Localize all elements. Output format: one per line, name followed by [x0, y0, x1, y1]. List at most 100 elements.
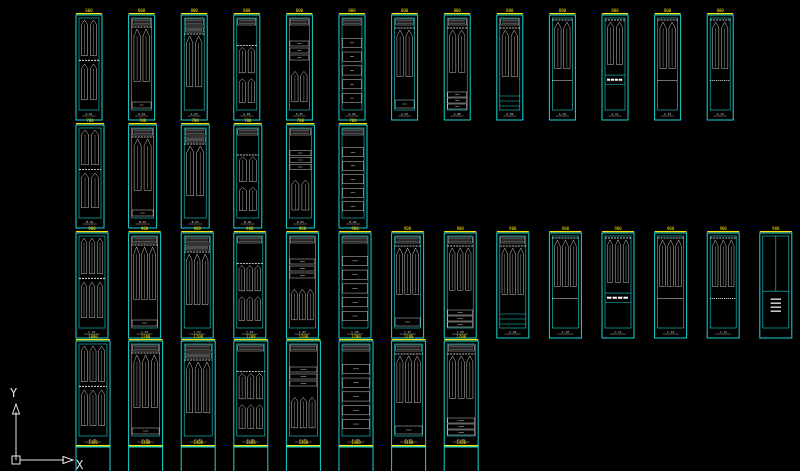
dimension-line — [444, 445, 479, 447]
dimension-text: 1400 — [88, 440, 98, 445]
cabinet-frame — [233, 232, 267, 339]
cabinet-frame — [128, 14, 156, 121]
dimension-line — [233, 339, 268, 341]
cabinet-frame — [601, 14, 629, 121]
dimension-text: 600 — [85, 8, 93, 13]
wardrobe-unit[interactable]: 1400 — [391, 440, 427, 471]
cabinet-frame — [338, 124, 368, 229]
cabinet-frame — [285, 232, 319, 339]
cabinet-frame — [180, 14, 208, 121]
wardrobe-elevations: 600A-01800A-02800A-03800A-04800A-05800A-… — [75, 8, 793, 471]
dimension-line — [181, 13, 208, 15]
wardrobe-unit[interactable]: 900 — [759, 226, 793, 339]
dimension-line — [76, 123, 104, 125]
cabinet-caption: C-03 — [194, 330, 201, 334]
dimension-text: 700 — [297, 118, 305, 123]
dimension-text: 1200 — [141, 334, 151, 339]
dimension-text: 900 — [772, 226, 780, 231]
cabinet-frame — [285, 446, 321, 471]
cabinet-caption: A-13 — [717, 112, 724, 116]
cabinet-caption: B-04 — [244, 220, 251, 224]
dimension-text: 700 — [192, 118, 200, 123]
dimension-line — [391, 339, 426, 341]
dimension-text: 700 — [244, 118, 252, 123]
cabinet-caption: A-05 — [296, 112, 303, 116]
dimension-line — [76, 339, 110, 341]
wardrobe-unit[interactable]: 1400 — [128, 440, 164, 471]
ucs-icon: Y X — [10, 386, 84, 471]
wardrobe-unit[interactable]: 1400 — [75, 440, 111, 471]
dimension-text: 1200 — [299, 334, 309, 339]
cabinet-frame — [75, 446, 111, 471]
cabinet-caption: D-01 — [89, 438, 96, 442]
dimension-line — [339, 339, 373, 341]
wardrobe-unit[interactable]: 1400 — [180, 440, 216, 471]
dimension-text: 800 — [664, 8, 672, 13]
wardrobe-unit[interactable]: 1400 — [285, 440, 321, 471]
cabinet-caption: C-08 — [457, 330, 464, 334]
dimension-text: 800 — [454, 8, 462, 13]
cabinet-frame — [601, 232, 635, 339]
dimension-line — [76, 231, 108, 233]
dimension-line — [707, 231, 740, 233]
dimension-text: 900 — [404, 226, 412, 231]
dimension-text: 700 — [349, 118, 357, 123]
dimension-text: 900 — [562, 226, 570, 231]
dimension-line — [128, 445, 163, 447]
cabinet-frame — [443, 232, 477, 339]
dimension-line — [128, 231, 161, 233]
wardrobe-unit[interactable]: 1400 — [443, 440, 479, 471]
dimension-text: 800 — [138, 8, 146, 13]
dimension-text: 1000 — [88, 334, 98, 339]
wardrobe-unit[interactable]: 1400 — [233, 440, 269, 471]
cabinet-caption: A-02 — [138, 112, 145, 116]
dimension-text: 1200 — [193, 334, 203, 339]
cabinet-frame — [338, 232, 372, 339]
dimension-text: 900 — [614, 226, 622, 231]
dimension-line — [286, 123, 315, 125]
wardrobe-unit[interactable]: 1400 — [338, 440, 374, 471]
